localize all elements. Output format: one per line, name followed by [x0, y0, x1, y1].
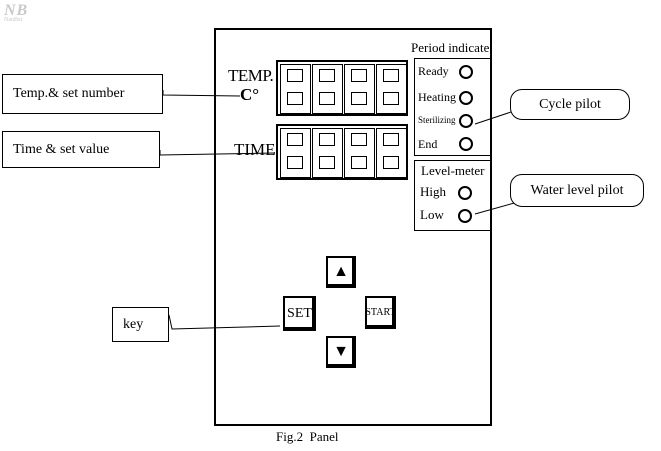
key-callout: key: [112, 307, 169, 342]
temp-digit-1: [280, 64, 311, 114]
time-digit-2: [312, 128, 343, 178]
up-arrow-icon: ▲: [333, 263, 349, 280]
temp-digit-3: [344, 64, 375, 114]
heating-indicator-led: [459, 91, 473, 105]
high-level-indicator-led: [458, 186, 472, 200]
time-display: [276, 124, 408, 180]
low-level-indicator-led: [458, 209, 472, 223]
down-arrow-icon: ▼: [333, 343, 349, 360]
up-key-button[interactable]: ▲: [326, 256, 356, 288]
start-key-label: START: [365, 307, 396, 318]
time-digit-3: [344, 128, 375, 178]
key-callout-text: key: [123, 316, 144, 332]
level-item-low: Low: [420, 207, 444, 222]
water-callout: Water level pilot: [510, 174, 644, 207]
control-panel: [214, 28, 492, 426]
cycle-callout: Cycle pilot: [510, 89, 630, 120]
temp-unit-label: C°: [240, 85, 260, 104]
time-leader-line: [159, 150, 276, 156]
set-key-label: SET: [287, 305, 312, 321]
logo-text: NB: [4, 2, 29, 19]
time-label: TIME: [234, 140, 276, 159]
temp-callout-text: Temp.& set number: [13, 86, 125, 101]
water-leader-line: [474, 201, 519, 215]
period-indicate-box: [414, 58, 492, 156]
end-indicator-led: [459, 137, 473, 151]
water-callout-text: Water level pilot: [530, 182, 624, 198]
logo-watermark: NB NanBei: [4, 2, 44, 32]
temp-digit-4: [376, 64, 407, 114]
temp-display: [276, 60, 408, 116]
ready-indicator-led: [459, 65, 473, 79]
period-item-heating: Heating: [418, 90, 456, 104]
time-digit-1: [280, 128, 311, 178]
down-key-button[interactable]: ▼: [326, 336, 356, 368]
temp-label: TEMP.: [228, 66, 274, 85]
sterilizing-indicator-led: [459, 114, 473, 128]
period-item-sterilizing: Sterilizing: [418, 115, 456, 125]
set-key-button[interactable]: SET: [283, 296, 316, 331]
level-meter-title: Level-meter: [421, 163, 485, 178]
temp-leader-line: [162, 90, 241, 97]
period-item-end: End: [418, 137, 438, 151]
figure-caption: Fig.2 Panel: [276, 429, 339, 444]
cycle-callout-text: Cycle pilot: [539, 96, 601, 112]
period-item-ready: Ready: [418, 64, 449, 78]
logo-subtext: NanBei: [4, 17, 23, 23]
temp-callout: Temp.& set number: [2, 74, 163, 114]
start-key-button[interactable]: START: [365, 296, 396, 329]
key-leader-line: [168, 314, 281, 330]
time-callout: Time & set value: [2, 131, 160, 168]
level-meter-box: [414, 160, 492, 231]
temp-digit-2: [312, 64, 343, 114]
period-indicate-title: Period indicate: [411, 40, 490, 55]
time-digit-4: [376, 128, 407, 178]
time-callout-text: Time & set value: [13, 141, 110, 157]
level-item-high: High: [420, 184, 446, 199]
